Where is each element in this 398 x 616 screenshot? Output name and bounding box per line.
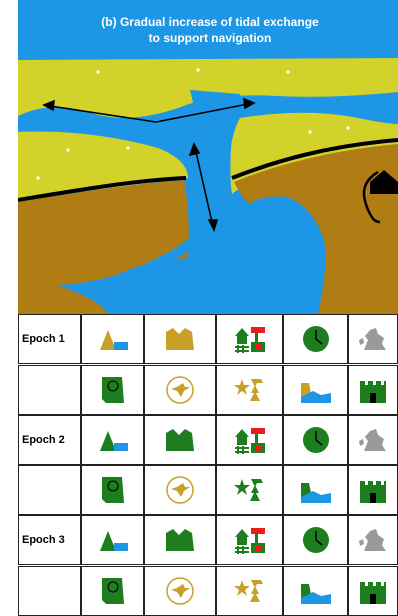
icon-cell: [144, 566, 216, 616]
icon-cell: [216, 465, 283, 515]
icon-cell: [144, 415, 216, 465]
icon-cell: [283, 365, 348, 415]
icon-cell: [348, 465, 398, 515]
icon-cell: [283, 314, 348, 364]
flora-fauna-icon: [233, 576, 267, 606]
heritage-icon: [233, 425, 267, 455]
flora-fauna-icon: [233, 375, 267, 405]
coast-icon: [299, 475, 333, 505]
icon-cell: [81, 365, 144, 415]
epoch-label: Epoch 1: [18, 314, 81, 364]
icon-cell: [144, 515, 216, 565]
icon-cell: [348, 515, 398, 565]
blank-label-cell: [18, 465, 81, 515]
bird-icon: [163, 475, 197, 505]
icon-cell: [348, 415, 398, 465]
icon-cell: [216, 566, 283, 616]
time-icon: [299, 324, 333, 354]
epoch-icon-table: Epoch 1 Epoch 2: [18, 314, 398, 616]
epoch-label-text: Epoch 1: [22, 333, 65, 345]
icon-cell: [144, 365, 216, 415]
coast-icon: [299, 576, 333, 606]
habitat-icon: [96, 425, 130, 455]
castle-icon: [356, 475, 390, 505]
epoch-label: Epoch 3: [18, 515, 81, 565]
heritage-icon: [233, 525, 267, 555]
icon-cell: [81, 465, 144, 515]
epoch-label-text: Epoch 3: [22, 534, 65, 546]
region-map-icon: [356, 324, 390, 354]
time-icon: [299, 525, 333, 555]
coast-icon: [299, 375, 333, 405]
icon-cell: [216, 314, 283, 364]
feature-icon: [163, 324, 197, 354]
castle-icon: [356, 576, 390, 606]
diagram-title-line-1: (b) Gradual increase of tidal exchange: [101, 15, 319, 29]
blank-label-cell: [18, 365, 81, 415]
icon-cell: [81, 415, 144, 465]
icon-cell: [348, 566, 398, 616]
document-icon: [96, 475, 130, 505]
icon-cell: [144, 314, 216, 364]
icon-cell: [81, 566, 144, 616]
bird-icon: [163, 375, 197, 405]
blank-label-cell: [18, 566, 81, 616]
feature-icon: [163, 525, 197, 555]
icon-cell: [216, 515, 283, 565]
icon-cell: [216, 365, 283, 415]
document-icon: [96, 576, 130, 606]
castle-icon: [356, 375, 390, 405]
document-icon: [96, 375, 130, 405]
region-map-icon: [356, 425, 390, 455]
icon-cell: [348, 314, 398, 364]
icon-cell: [81, 515, 144, 565]
icon-cell: [216, 415, 283, 465]
estuary-diagram: (b) Gradual increase of tidal exchange t…: [18, 0, 398, 314]
epoch-label: Epoch 2: [18, 415, 81, 465]
icon-cell: [283, 566, 348, 616]
icon-cell: [144, 465, 216, 515]
icon-cell: [81, 314, 144, 364]
flora-fauna-icon: [233, 475, 267, 505]
time-icon: [299, 425, 333, 455]
icon-cell: [283, 415, 348, 465]
habitat-icon: [96, 324, 130, 354]
icon-cell: [283, 465, 348, 515]
epoch-label-text: Epoch 2: [22, 434, 65, 446]
diagram-title-line-2: to support navigation: [149, 31, 272, 45]
bird-icon: [163, 576, 197, 606]
feature-icon: [163, 425, 197, 455]
icon-cell: [283, 515, 348, 565]
habitat-icon: [96, 525, 130, 555]
icon-cell: [348, 365, 398, 415]
region-map-icon: [356, 525, 390, 555]
heritage-icon: [233, 324, 267, 354]
